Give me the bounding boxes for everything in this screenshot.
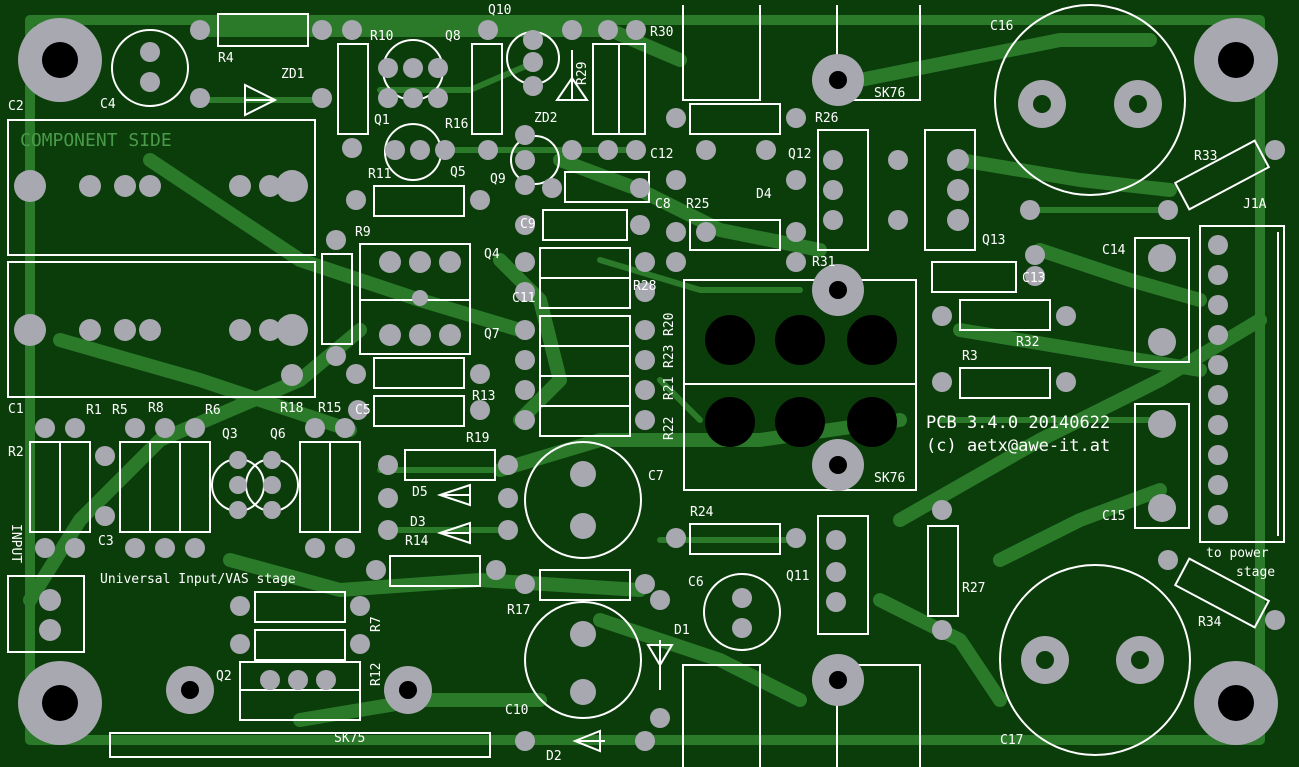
label-r33: R33 <box>1194 149 1217 164</box>
label-q11: Q11 <box>786 569 809 584</box>
label-r21: R21 <box>662 377 677 400</box>
label-r5: R5 <box>112 403 128 418</box>
label-r23: R23 <box>662 345 677 368</box>
label-zd2: ZD2 <box>534 111 557 126</box>
label-r10: R10 <box>370 29 393 44</box>
label-d1: D1 <box>674 623 690 638</box>
label-q12: Q12 <box>788 147 811 162</box>
label-r8: R8 <box>148 401 164 416</box>
label-c5: C5 <box>355 403 371 418</box>
label-r26: R26 <box>815 111 838 126</box>
label-r34: R34 <box>1198 615 1222 630</box>
label-c14: C14 <box>1102 243 1126 258</box>
label-r22: R22 <box>662 417 677 440</box>
label-r3: R3 <box>962 349 978 364</box>
label-d5: D5 <box>412 485 428 500</box>
label-r19: R19 <box>466 431 489 446</box>
label-r20: R20 <box>662 313 677 336</box>
label-c8: C8 <box>655 197 671 212</box>
label-d4: D4 <box>756 187 772 202</box>
component-side-text: COMPONENT SIDE <box>20 130 172 151</box>
label-sk75: SK75 <box>334 731 365 746</box>
input-text: INPUT <box>8 524 23 563</box>
author-text: (c) aetx@awe-it.at <box>926 436 1110 456</box>
label-r2: R2 <box>8 445 24 460</box>
label-c3: C3 <box>98 534 114 549</box>
label-c6: C6 <box>688 575 704 590</box>
stage-text: Universal Input/VAS stage <box>100 572 296 587</box>
label-r1: R1 <box>86 403 102 418</box>
label-r25: R25 <box>686 197 709 212</box>
label-r15: R15 <box>318 401 341 416</box>
label-q4: Q4 <box>484 247 500 262</box>
label-r14: R14 <box>405 534 429 549</box>
label-r27: R27 <box>962 581 985 596</box>
mounting-holes <box>18 18 1278 745</box>
label-sk76-mid: SK76 <box>874 471 905 486</box>
label-r30: R30 <box>650 25 673 40</box>
label-c9: C9 <box>520 217 536 232</box>
label-r11: R11 <box>368 167 391 182</box>
label-r13: R13 <box>472 389 495 404</box>
component-labels: COMPONENT SIDE PCB 3.4.0 20140622 (c) ae… <box>8 3 1275 764</box>
label-r28: R28 <box>633 279 656 294</box>
label-d2: D2 <box>546 749 562 764</box>
label-r18: R18 <box>280 401 303 416</box>
label-j1a: J1A <box>1243 197 1267 212</box>
label-q8: Q8 <box>445 29 461 44</box>
label-q9: Q9 <box>490 172 506 187</box>
label-sk76-top: SK76 <box>874 86 905 101</box>
label-q7: Q7 <box>484 327 500 342</box>
pcb-version-text: PCB 3.4.0 20140622 <box>926 413 1110 433</box>
label-r31: R31 <box>812 255 835 270</box>
label-r7: R7 <box>369 616 384 632</box>
label-zd1: ZD1 <box>281 67 304 82</box>
label-c7: C7 <box>648 469 664 484</box>
label-c11: C11 <box>512 291 535 306</box>
label-r17: R17 <box>507 603 530 618</box>
label-c16: C16 <box>990 19 1013 34</box>
label-c4: C4 <box>100 97 116 112</box>
label-r29: R29 <box>575 62 590 85</box>
label-c10: C10 <box>505 703 528 718</box>
label-c1: C1 <box>8 402 24 417</box>
label-q13: Q13 <box>982 233 1005 248</box>
label-q1: Q1 <box>374 113 390 128</box>
label-r32: R32 <box>1016 335 1039 350</box>
label-c15: C15 <box>1102 509 1125 524</box>
label-c12: C12 <box>650 147 673 162</box>
label-r9: R9 <box>355 225 371 240</box>
copper-traces-thin <box>197 57 1173 543</box>
stage2-text: stage <box>1236 565 1275 580</box>
label-r4: R4 <box>218 51 234 66</box>
label-c13: C13 <box>1022 271 1045 286</box>
label-q5: Q5 <box>450 165 466 180</box>
label-r16: R16 <box>445 117 468 132</box>
label-c17: C17 <box>1000 733 1023 748</box>
label-q10: Q10 <box>488 3 511 18</box>
label-q3: Q3 <box>222 427 238 442</box>
silkscreen <box>7 4 1285 767</box>
label-r24: R24 <box>690 505 714 520</box>
label-c2: C2 <box>8 99 24 114</box>
label-q2: Q2 <box>216 669 232 684</box>
to-power-text: to power <box>1206 546 1269 561</box>
heatsink-holes <box>181 71 897 699</box>
label-r12: R12 <box>369 663 384 686</box>
label-r6: R6 <box>205 403 221 418</box>
label-q6: Q6 <box>270 427 286 442</box>
label-d3: D3 <box>410 515 426 530</box>
